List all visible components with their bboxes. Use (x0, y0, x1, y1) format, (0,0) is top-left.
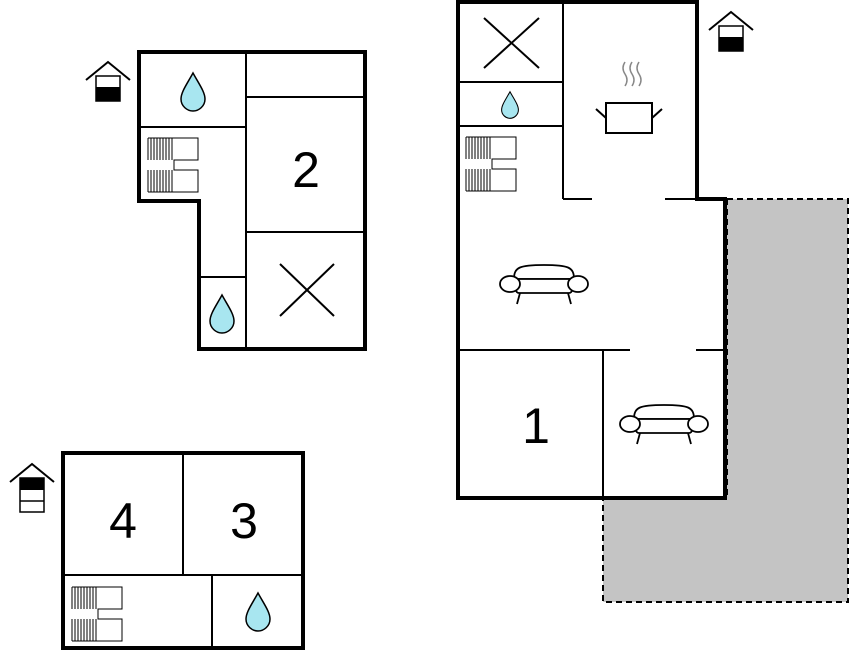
cooking-pot-icon (595, 61, 663, 134)
stairs-icon (71, 586, 123, 642)
sofa-icon (499, 264, 589, 305)
house-floor-icon (708, 10, 754, 52)
house-floor-icon (85, 60, 131, 102)
water-drop-icon (501, 91, 519, 119)
water-drop-icon (245, 592, 271, 632)
water-drop-icon (209, 294, 235, 334)
house-floor-icon (9, 462, 55, 513)
building-main: 1 (456, 0, 727, 500)
stairs-icon (147, 137, 199, 193)
building-lower-left: 4 3 (61, 451, 305, 650)
building-upper-left: 2 (137, 50, 367, 351)
room-label-2: 2 (292, 142, 320, 198)
stairs-icon (465, 136, 517, 192)
room-label-3: 3 (230, 493, 258, 549)
terrace (602, 198, 849, 603)
room-label-4: 4 (109, 493, 137, 549)
room-label-1: 1 (522, 398, 550, 454)
water-drop-icon (180, 72, 206, 112)
sofa-icon (619, 404, 709, 445)
